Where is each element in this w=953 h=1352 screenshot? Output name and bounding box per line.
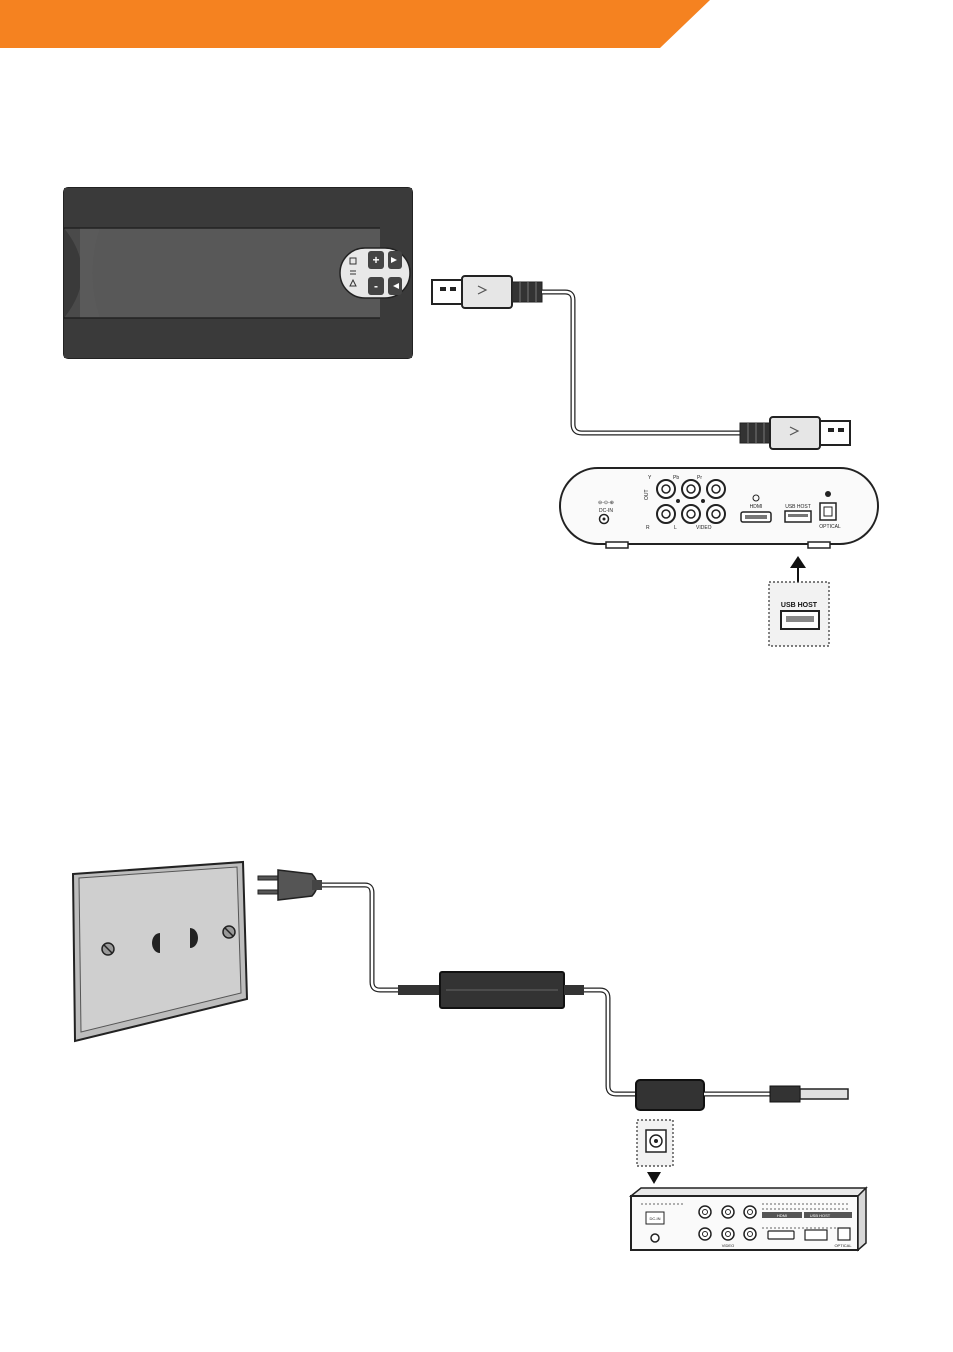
usb-host-label-bottom: USB HOST [810,1213,831,1218]
out-label: OUT [644,489,650,500]
l-label: L [674,525,677,531]
plus-label: + [372,253,379,267]
usb-plug-icon [740,417,850,449]
optical-label: OPTICAL [819,524,841,530]
hdmi-label: HDMI [750,504,763,510]
ferrite-core [636,1080,704,1110]
power-plug-icon [258,870,322,900]
video-label-bottom: VIDEO [722,1243,734,1248]
dc-plug [770,1086,800,1102]
power-cable [258,870,848,1110]
media-player-rear-panel-bottom: DC-IN VIDEO HDMI USB HOST OPTICAL [631,1188,866,1250]
usb-host-callout: USB HOST [769,582,829,646]
header-banner [0,0,710,48]
usb-cable [432,276,850,449]
pb-label: Pb [673,475,679,481]
usb-host-callout-label: USB HOST [781,602,818,609]
media-player-rear-panel: ⊖-⊙-⊕ DC-IN Y Pb Pr OUT R L VIDEO HDMI U… [560,468,878,548]
minus-label: - [374,279,378,293]
external-hard-drive: + - [64,188,412,358]
arrow-down-icon [647,1172,661,1184]
arrow-up-icon [790,556,806,582]
r-label: R [646,525,650,531]
pr-label: Pr [697,475,702,481]
svg-text:⊖-⊙-⊕: ⊖-⊙-⊕ [598,500,614,506]
hdmi-label-bottom: HDMI [777,1213,787,1218]
usb-plug-icon [432,276,542,308]
dc-in-callout [637,1120,673,1166]
dc-in-label-bottom: DC-IN [649,1216,660,1221]
video-label: VIDEO [696,525,712,531]
dc-in-label: DC-IN [599,508,613,514]
optical-label-bottom: OPTICAL [834,1243,852,1248]
usb-host-label: USB HOST [785,504,811,510]
wall-socket [73,862,247,1041]
